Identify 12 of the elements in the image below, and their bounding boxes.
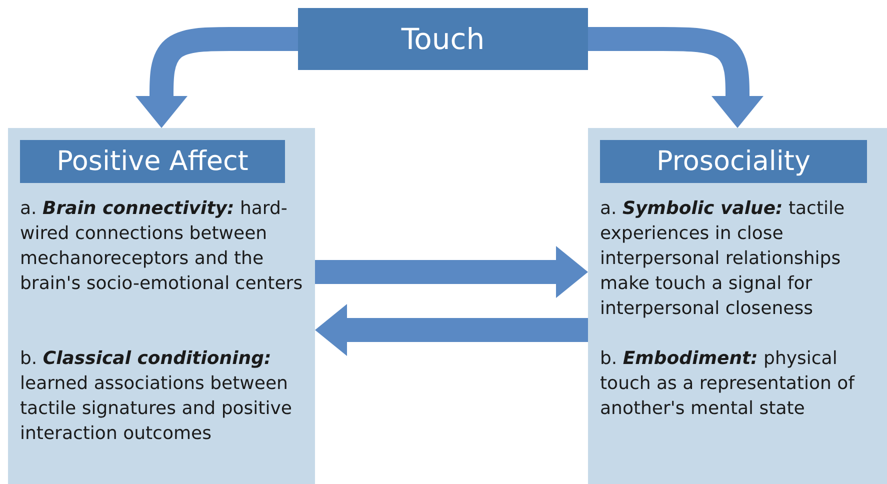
arrow	[315, 246, 588, 298]
paragraph: b. Classical conditioning: learned associations between tactile signatures and positive interaction outcomes	[20, 347, 293, 446]
panel-heading: Prosociality	[600, 140, 867, 183]
paragraph: a. Symbolic value: tactile experiences in close interpersonal relationships make touch a signal for interpersonal closeness	[600, 197, 846, 321]
panel	[588, 128, 887, 484]
panel	[8, 128, 315, 484]
arrow	[315, 304, 588, 356]
panel-heading: Positive Affect	[20, 140, 285, 183]
paragraph: b. Embodiment: physical touch as a representation of another's mental state	[600, 347, 856, 421]
concept-box	[298, 8, 588, 70]
node-label: Touch	[401, 22, 485, 56]
paragraph: a. Brain connectivity: hard-wired connections between mechanoreceptors and the brain's socio-emotional centers	[20, 197, 304, 296]
